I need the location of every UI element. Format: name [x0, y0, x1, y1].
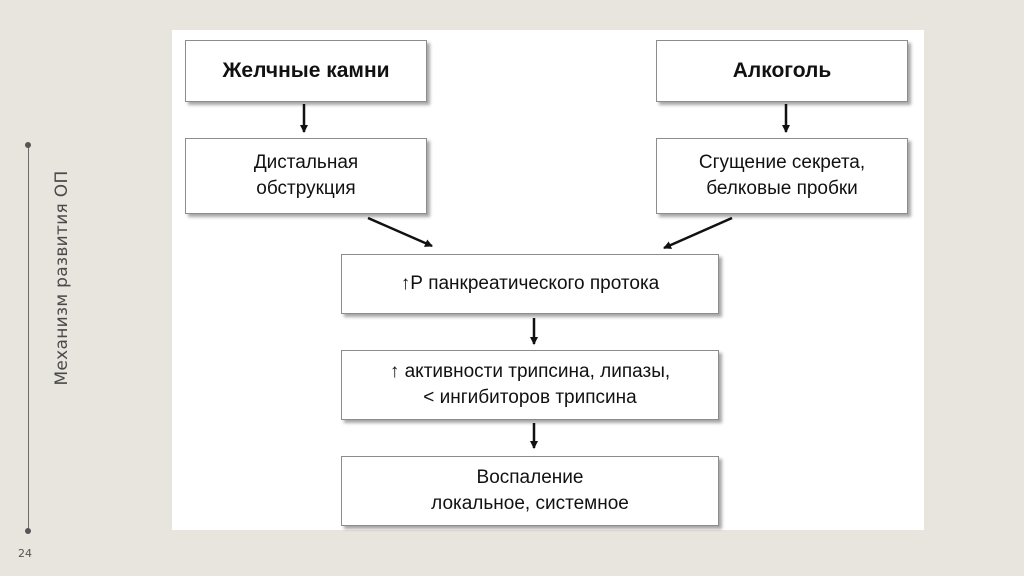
side-rule-bottom-dot	[25, 528, 31, 534]
flow-diagram: Желчные камни Алкоголь Дистальная обстру…	[172, 30, 924, 530]
arrow-secretion-to-pressure	[663, 216, 733, 250]
box-duct-pressure-label: ↑Р панкреатического протока	[400, 273, 660, 294]
box-gallstones-label: Желчные камни	[222, 59, 390, 82]
box-secretion-label: Сгущение секрета, белковые пробки	[698, 152, 866, 199]
box-inflammation-label: Воспаление локальное, системное	[431, 467, 629, 514]
side-rule-top-dot	[25, 142, 31, 148]
box-duct-pressure: ↑Р панкреатического протока	[341, 254, 719, 314]
page-number: 24	[18, 547, 32, 560]
side-rule	[28, 145, 29, 532]
box-secretion: Сгущение секрета, белковые пробки	[656, 138, 908, 214]
arrows-layer	[300, 104, 790, 449]
box-distal-obstruction-label: Дистальная обструкция	[253, 152, 359, 199]
arrow-distal-to-pressure	[367, 216, 433, 248]
box-distal-obstruction: Дистальная обструкция	[185, 138, 427, 214]
slide-title: Механизм развития ОП	[52, 170, 72, 386]
box-alcohol: Алкоголь	[656, 40, 908, 102]
box-alcohol-label: Алкоголь	[732, 59, 832, 82]
box-enzyme-activity-label: ↑ активности трипсина, липазы, < ингибит…	[389, 361, 671, 408]
box-inflammation: Воспаление локальное, системное	[341, 456, 719, 526]
box-gallstones: Желчные камни	[185, 40, 427, 102]
box-enzyme-activity: ↑ активности трипсина, липазы, < ингибит…	[341, 350, 719, 420]
